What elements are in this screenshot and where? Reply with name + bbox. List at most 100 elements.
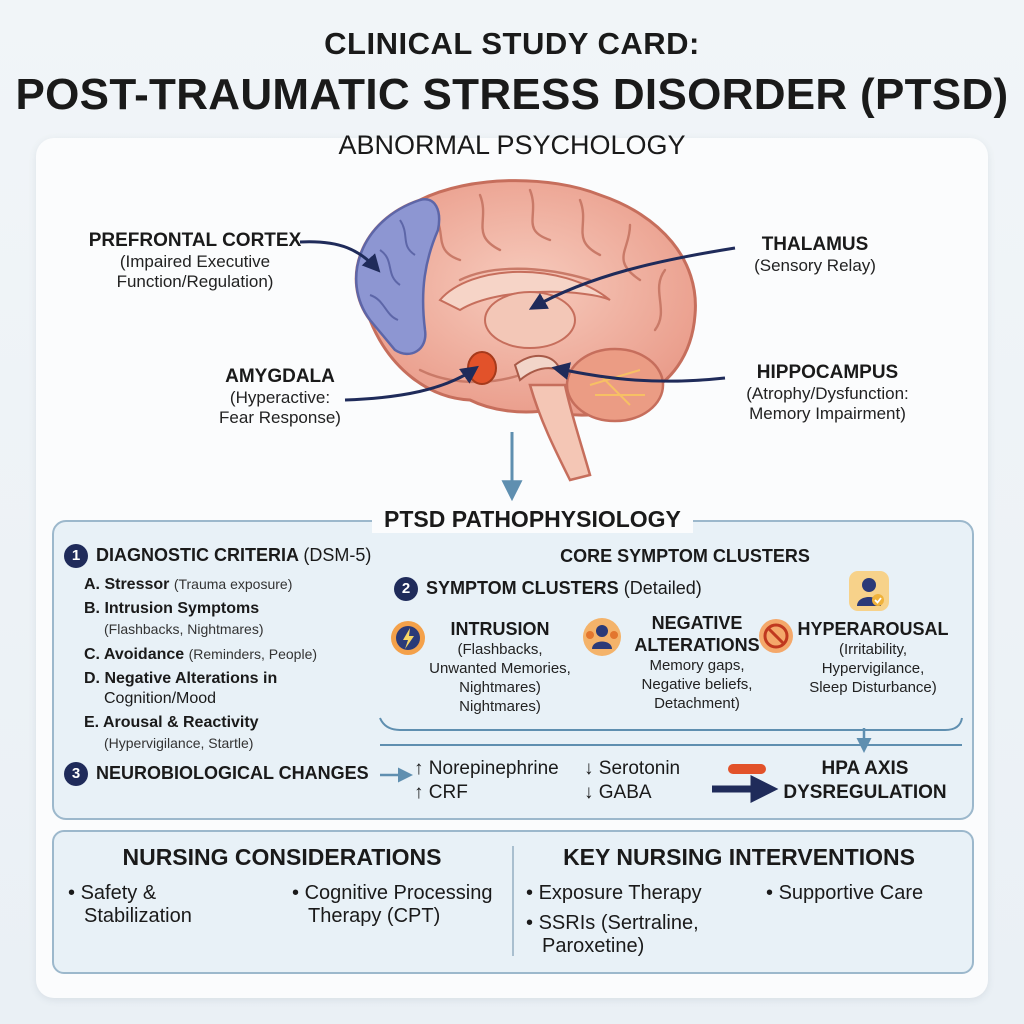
nursing-considerations-title: NURSING CONSIDERATIONS bbox=[122, 844, 442, 870]
exposure-label: Exposure Therapy bbox=[538, 882, 702, 904]
prefrontal-desc-1: (Impaired Executive bbox=[119, 252, 271, 271]
intervention-supportive: • Supportive Care bbox=[766, 882, 956, 905]
neuro-increase-list: ↑ Norepinephrine ↑ CRF bbox=[414, 757, 559, 805]
title-line-1: CLINICAL STUDY CARD: bbox=[324, 26, 700, 61]
arrow-hippocampus bbox=[551, 362, 726, 383]
cluster-negative: NEGATIVE ALTERATIONS Memory gaps, Negati… bbox=[612, 612, 782, 713]
criterion-e-detail: (Hypervigilance, Startle) bbox=[104, 735, 254, 751]
arrow-thalamus bbox=[528, 246, 736, 310]
brain-illustration bbox=[354, 179, 697, 482]
intervention-exposure-line: • Exposure Therapy bbox=[526, 882, 756, 905]
cluster-negative-title-2: ALTERATIONS bbox=[634, 635, 760, 655]
cluster-negative-line-2: Negative beliefs, bbox=[641, 676, 753, 693]
criterion-d: D. Negative Alterations in Cognition/Mood bbox=[84, 669, 384, 709]
hpa-line-1: HPA AXIS bbox=[821, 758, 909, 779]
cpt-line-1: Cognitive Processing bbox=[304, 882, 493, 904]
core-symptom-title: CORE SYMPTOM CLUSTERS bbox=[560, 546, 810, 566]
clusters-title: SYMPTOM CLUSTERS bbox=[426, 577, 619, 598]
panel-connectors bbox=[379, 717, 963, 803]
criterion-a: A. Stressor (Trauma exposure) bbox=[84, 574, 384, 595]
label-prefrontal: PREFRONTAL CORTEX (Impaired Executive Fu… bbox=[80, 230, 310, 292]
subtitle: ABNORMAL PSYCHOLOGY bbox=[338, 130, 686, 160]
consideration-cpt-line-1: • Cognitive Processing bbox=[292, 882, 512, 905]
prefrontal-title: PREFRONTAL CORTEX bbox=[88, 230, 302, 251]
pathophysiology-panel bbox=[52, 520, 974, 820]
down-arrow-icon: ↓ bbox=[584, 782, 594, 803]
cluster-intrusion-line-2: Unwanted Memories, bbox=[429, 660, 571, 677]
section-number-3: 3 bbox=[64, 762, 88, 786]
intervention-ssri: • SSRIs (Sertraline, Paroxetine) bbox=[526, 912, 756, 958]
up-arrow-icon: ↑ bbox=[414, 758, 424, 779]
up-arrow-icon: ↑ bbox=[414, 782, 424, 803]
supportive-label: Supportive Care bbox=[778, 882, 924, 904]
consideration-cpt: • Cognitive Processing Therapy (CPT) bbox=[292, 882, 512, 928]
sleep-alert-icon bbox=[759, 619, 793, 653]
bullet-icon: • bbox=[766, 882, 774, 904]
intervention-supportive-line: • Supportive Care bbox=[766, 882, 956, 905]
criterion-e-label: E. Arousal & Reactivity bbox=[84, 714, 259, 731]
criterion-e: E. Arousal & Reactivity (Hypervigilance, … bbox=[84, 713, 384, 754]
amygdala-desc-1: (Hyperactive: bbox=[229, 388, 331, 407]
criterion-b-label: B. Intrusion Symptoms bbox=[84, 600, 260, 617]
pathophysiology-title: PTSD PATHOPHYSIOLOGY bbox=[372, 506, 693, 533]
criterion-c-label: C. Avoidance bbox=[84, 646, 185, 663]
prefrontal-gyri bbox=[369, 219, 416, 321]
neuro-decrease-list: ↓ Serotonin ↓ GABA bbox=[584, 757, 680, 805]
criteria-list: A. Stressor (Trauma exposure) B. Intrusi… bbox=[84, 574, 384, 754]
criterion-a-label: A. Stressor bbox=[84, 576, 170, 593]
cluster-intrusion-line-3: Nightmares) bbox=[459, 679, 541, 696]
decrease-gaba: ↓ GABA bbox=[584, 781, 680, 805]
amygdala-desc-2: Fear Response) bbox=[219, 408, 341, 427]
cluster-negative-line-3: Detachment) bbox=[654, 695, 740, 712]
serotonin-label: Serotonin bbox=[598, 758, 681, 779]
cluster-intrusion-line-4: Nightmares) bbox=[459, 698, 541, 715]
section-number-2: 2 bbox=[394, 577, 418, 601]
increase-norepinephrine: ↑ Norepinephrine bbox=[414, 757, 559, 781]
consideration-safety-line-1: • Safety & bbox=[68, 882, 268, 905]
crf-label: CRF bbox=[428, 782, 468, 803]
cluster-intrusion: INTRUSION (Flashbacks, Unwanted Memories… bbox=[410, 618, 590, 716]
cluster-hyperarousal-line-3: Sleep Disturbance) bbox=[809, 679, 937, 696]
arrow-prefrontal bbox=[299, 240, 381, 273]
hpa-line-2: DYSREGULATION bbox=[783, 782, 947, 803]
criterion-d-detail: Cognition/Mood bbox=[104, 690, 217, 707]
thalamus-region bbox=[484, 291, 576, 349]
hpa-axis-label: HPA AXIS DYSREGULATION bbox=[780, 757, 950, 805]
decrease-serotonin: ↓ Serotonin bbox=[584, 757, 680, 781]
cluster-hyperarousal-title: HYPERAROUSAL bbox=[797, 619, 949, 639]
criterion-a-detail: (Trauma exposure) bbox=[173, 576, 293, 592]
corpus-callosum bbox=[438, 270, 611, 312]
cluster-bracket bbox=[379, 717, 963, 731]
ssri-line-2: Paroxetine) bbox=[542, 935, 645, 957]
pill-capsule bbox=[728, 764, 766, 774]
brainstem bbox=[528, 383, 592, 482]
hippocampus-desc-2: Memory Impairment) bbox=[749, 404, 906, 423]
criterion-b: B. Intrusion Symptoms(Flashbacks, Nightm… bbox=[84, 599, 384, 640]
thalamus-title: THALAMUS bbox=[761, 234, 869, 255]
criterion-d-label: D. Negative Alterations in bbox=[84, 670, 278, 687]
diagnostic-title: DIAGNOSTIC CRITERIA bbox=[96, 544, 299, 565]
criterion-c: C. Avoidance (Reminders, People) bbox=[84, 644, 384, 665]
person-check-icon bbox=[849, 571, 889, 611]
amygdala-title: AMYGDALA bbox=[225, 366, 335, 387]
cluster-negative-line-1: Memory gaps, bbox=[649, 657, 745, 674]
label-hippocampus: HIPPOCAMPUS (Atrophy/Dysfunction: Memory… bbox=[720, 362, 935, 424]
cerebellum bbox=[565, 347, 665, 423]
key-interventions-title: KEY NURSING INTERVENTIONS bbox=[563, 844, 915, 870]
cluster-hyperarousal: HYPERAROUSAL (Irritability, Hypervigilan… bbox=[788, 618, 958, 697]
down-arrow-icon: ↓ bbox=[584, 758, 594, 779]
diagnostic-title-suffix: (DSM-5) bbox=[303, 544, 372, 565]
brain-bolt-icon bbox=[391, 621, 425, 655]
hippocampus-desc-1: (Atrophy/Dysfunction: bbox=[746, 384, 909, 403]
intervention-ssri-line-1: • SSRIs (Sertraline, bbox=[526, 912, 756, 935]
prefrontal-region bbox=[355, 198, 441, 356]
cluster-hyperarousal-line-1: (Irritability, bbox=[838, 641, 908, 658]
criterion-c-detail: (Reminders, People) bbox=[188, 646, 318, 662]
hippocampus-title: HIPPOCAMPUS bbox=[756, 362, 899, 383]
safety-line-2: Stabilization bbox=[84, 905, 192, 927]
safety-line-1: Safety & bbox=[80, 882, 157, 904]
prefrontal-desc-2: Function/Regulation) bbox=[116, 272, 274, 291]
